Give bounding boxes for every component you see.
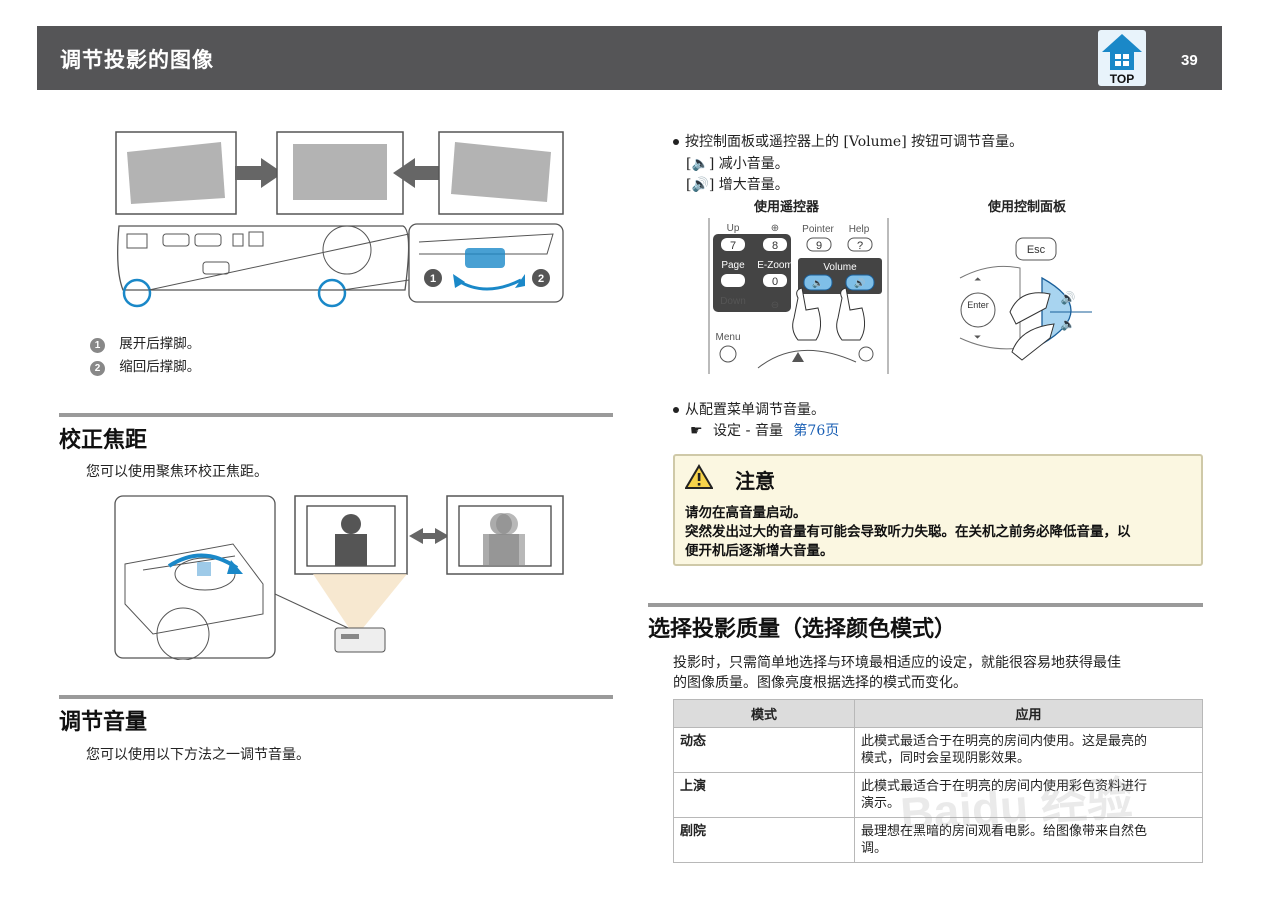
- page-76-link[interactable]: 第76页: [793, 423, 840, 439]
- focus-text: 您可以使用聚焦环校正焦距。: [86, 464, 268, 480]
- svg-text:🔊: 🔊: [854, 277, 865, 289]
- quality-text-1: 投影时，只需简单地选择与环境最相适应的设定，就能很容易地获得最佳: [673, 655, 1121, 671]
- section-rule: [59, 695, 613, 699]
- color-mode-table: 模式 应用 动态 此模式最适合于在明亮的房间内使用。这是最亮的模式，同时会呈现阴…: [673, 699, 1203, 863]
- table-row: 剧院 最理想在黑暗的房间观看电影。给图像带来自然色调。: [673, 817, 1203, 863]
- table-row: 动态 此模式最适合于在明亮的房间内使用。这是最亮的模式，同时会呈现阴影效果。: [673, 727, 1203, 773]
- top-button[interactable]: TOP: [1098, 30, 1146, 86]
- table-header-row: 模式 应用: [673, 699, 1203, 728]
- svg-text:Menu: Menu: [715, 332, 740, 343]
- remote-diagram: Up ⊕ Pointer Help 7 8 9 ? Page E-Zoom Vo…: [708, 218, 889, 374]
- column-header: 模式: [673, 699, 855, 728]
- volume-increase: [🔊] 增大音量。: [686, 177, 789, 193]
- feet-diagram: 1 2: [115, 131, 564, 308]
- mode-cell: 剧院: [673, 817, 855, 863]
- section-title-focus: 校正焦距: [59, 428, 148, 453]
- number-badge: 2: [90, 361, 105, 376]
- svg-text:Help: Help: [849, 224, 870, 235]
- bullet-text: 从配置菜单调节音量。: [685, 402, 825, 418]
- header-bar: [37, 26, 1222, 90]
- svg-text:E-Zoom: E-Zoom: [757, 260, 793, 271]
- feet-item-text: 缩回后撑脚。: [119, 359, 201, 375]
- svg-text:Page: Page: [721, 260, 745, 271]
- svg-text:0: 0: [772, 276, 778, 288]
- page-title: 调节投影的图像: [60, 48, 214, 72]
- caution-line-3: 便开机后逐渐增大音量。: [685, 543, 834, 559]
- svg-text:?: ?: [857, 240, 863, 252]
- svg-text:Esc: Esc: [1027, 244, 1046, 256]
- column-header: 应用: [854, 699, 1203, 728]
- application-cell: 此模式最适合于在明亮的房间内使用。这是最亮的模式，同时会呈现阴影效果。: [854, 727, 1203, 773]
- svg-text:1: 1: [430, 273, 436, 285]
- mode-cell: 动态: [673, 727, 855, 773]
- volume-bullet-1: 按控制面板或遥控器上的 [Volume] 按钮可调节音量。: [673, 131, 1023, 151]
- svg-text:7: 7: [730, 240, 736, 252]
- reference-text: 设定 - 音量: [713, 423, 783, 439]
- mode-cell: 上演: [673, 772, 855, 818]
- section-title-volume: 调节音量: [59, 710, 148, 735]
- svg-text:TOP: TOP: [1110, 72, 1134, 86]
- section-title-quality: 选择投影质量（选择颜色模式）: [648, 617, 957, 642]
- focus-diagram: [114, 495, 564, 660]
- svg-text:9: 9: [816, 240, 822, 252]
- bullet-dot: [673, 407, 679, 413]
- svg-text:⏶: ⏶: [974, 275, 982, 285]
- number-badge: 1: [90, 338, 105, 353]
- caution-box: 注意 请勿在高音量启动。 突然发出过大的音量有可能会导致听力失聪。在关机之前务必…: [673, 454, 1203, 566]
- volume-decrease: [🔈] 减小音量。: [686, 156, 789, 172]
- svg-text:Up: Up: [727, 223, 740, 234]
- quality-text-2: 的图像质量。图像亮度根据选择的模式而变化。: [673, 675, 967, 691]
- feet-item-2: 2 缩回后撑脚。: [90, 355, 200, 376]
- bullet-dot: [673, 139, 679, 145]
- application-cell: 此模式最适合于在明亮的房间内使用彩色资料进行演示。: [854, 772, 1203, 818]
- warning-icon: [684, 464, 714, 494]
- svg-text:⏷: ⏷: [973, 333, 981, 343]
- svg-text:Volume: Volume: [823, 262, 857, 273]
- menu-reference: ☛ 设定 - 音量 第76页: [690, 420, 839, 440]
- svg-text:Down: Down: [720, 296, 746, 307]
- panel-diagram: Esc ⏶ Enter ⏷ 🔊 🔈: [959, 237, 1092, 361]
- svg-text:Enter: Enter: [967, 300, 989, 310]
- remote-label: 使用遥控器: [754, 200, 820, 215]
- svg-text:🔈: 🔈: [1061, 317, 1076, 331]
- volume-text: 您可以使用以下方法之一调节音量。: [86, 747, 310, 763]
- volume-bullet-2: 从配置菜单调节音量。: [673, 399, 825, 419]
- svg-text:🔈: 🔈: [812, 279, 823, 289]
- page-number: 39: [1181, 52, 1198, 69]
- bullet-text: 按控制面板或遥控器上的 [Volume] 按钮可调节音量。: [685, 134, 1024, 150]
- svg-text:2: 2: [538, 273, 544, 285]
- svg-text:🔊: 🔊: [1061, 290, 1076, 305]
- caution-line-1: 请勿在高音量启动。: [685, 505, 807, 521]
- svg-text:⊖: ⊖: [771, 300, 779, 311]
- caution-title: 注意: [735, 469, 775, 493]
- pointing-hand-icon: ☛: [690, 423, 703, 439]
- feet-item-text: 展开后撑脚。: [119, 336, 201, 352]
- section-rule: [648, 603, 1203, 607]
- svg-text:⊕: ⊕: [771, 223, 779, 234]
- top-icon: TOP: [1098, 30, 1146, 86]
- panel-label: 使用控制面板: [988, 200, 1067, 215]
- feet-item-1: 1 展开后撑脚。: [90, 332, 200, 353]
- section-rule: [59, 413, 613, 417]
- svg-text:8: 8: [772, 240, 778, 252]
- svg-text:Pointer: Pointer: [802, 224, 834, 235]
- caution-line-2: 突然发出过大的音量有可能会导致听力失聪。在关机之前务必降低音量，以: [685, 524, 1131, 540]
- table-row: 上演 此模式最适合于在明亮的房间内使用彩色资料进行演示。: [673, 772, 1203, 818]
- application-cell: 最理想在黑暗的房间观看电影。给图像带来自然色调。: [854, 817, 1203, 863]
